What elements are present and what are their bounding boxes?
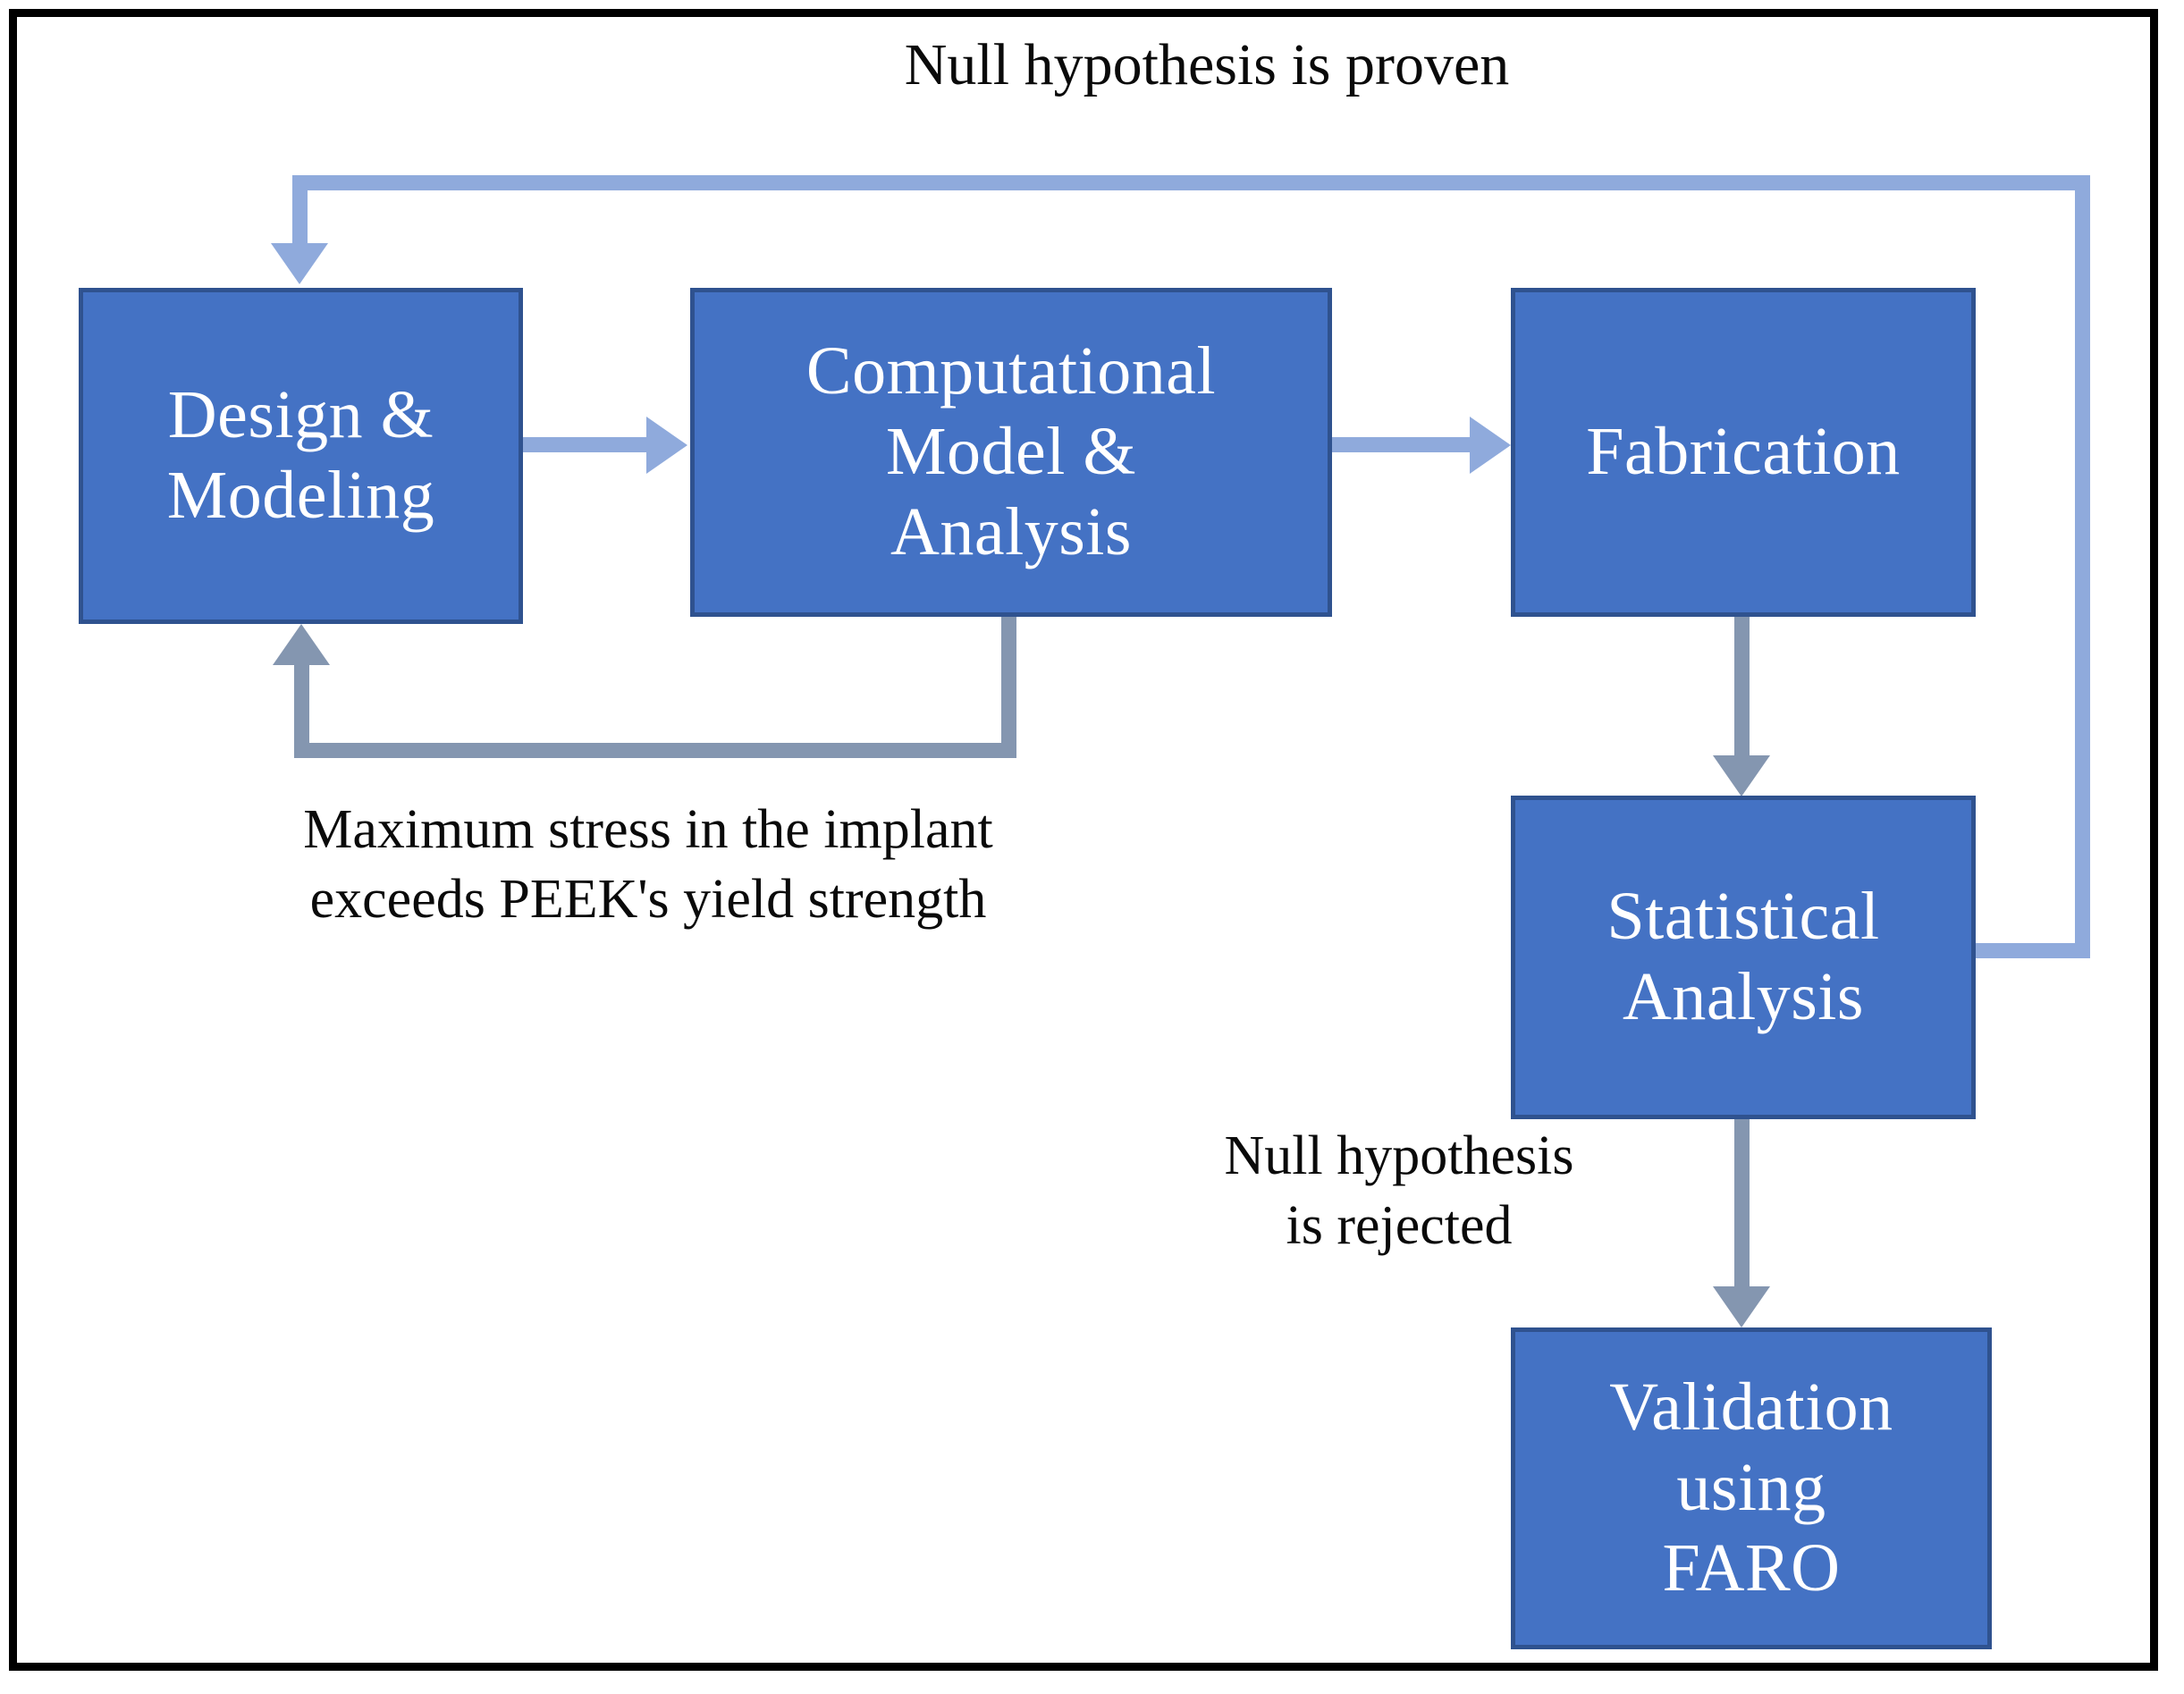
node-computational-model-analysis[interactable]: Computational Model & Analysis xyxy=(690,288,1332,617)
connector-statistical-to-validation-line xyxy=(1734,1119,1750,1289)
connector-computational-to-fabrication-line xyxy=(1332,437,1471,452)
edge-label-null-hypothesis-proven: Null hypothesis is proven xyxy=(904,32,1510,97)
connector-computational-to-design-segment-h xyxy=(294,743,1016,758)
arrowhead-down-into-validation xyxy=(1713,1286,1770,1327)
node-validation-using-faro[interactable]: Validation using FARO xyxy=(1511,1327,1992,1649)
diagram-frame xyxy=(9,9,2158,1671)
edge-label-null-hypothesis-rejected: Null hypothesis is rejected xyxy=(1224,1125,1574,1256)
arrowhead-down-into-statistical xyxy=(1713,755,1770,796)
connector-design-to-computational-line xyxy=(523,437,648,452)
arrowhead-right-into-computational xyxy=(646,417,687,474)
node-statistical-analysis[interactable]: Statistical Analysis xyxy=(1511,796,1976,1119)
edge-label-maximum-stress-exceeds-yield: Maximum stress in the implant exceeds PE… xyxy=(303,799,993,930)
connector-fabrication-to-statistical-line xyxy=(1734,617,1750,760)
arrowhead-up-into-design xyxy=(273,624,330,665)
connector-statistical-to-design-segment-h-right xyxy=(1976,943,2090,958)
node-fabrication[interactable]: Fabrication xyxy=(1511,288,1976,617)
connector-computational-to-design-segment-v-right xyxy=(1001,617,1016,758)
connector-computational-to-design-segment-v-left xyxy=(294,663,309,753)
arrowhead-right-into-fabrication xyxy=(1470,417,1511,474)
connector-statistical-to-design-segment-v-right xyxy=(2075,175,2090,958)
connector-statistical-to-design-segment-h-top xyxy=(292,175,2090,190)
connector-statistical-to-design-segment-v-left xyxy=(292,175,308,257)
arrowhead-down-into-design xyxy=(271,243,328,284)
node-design-modeling[interactable]: Design & Modeling xyxy=(79,288,523,624)
